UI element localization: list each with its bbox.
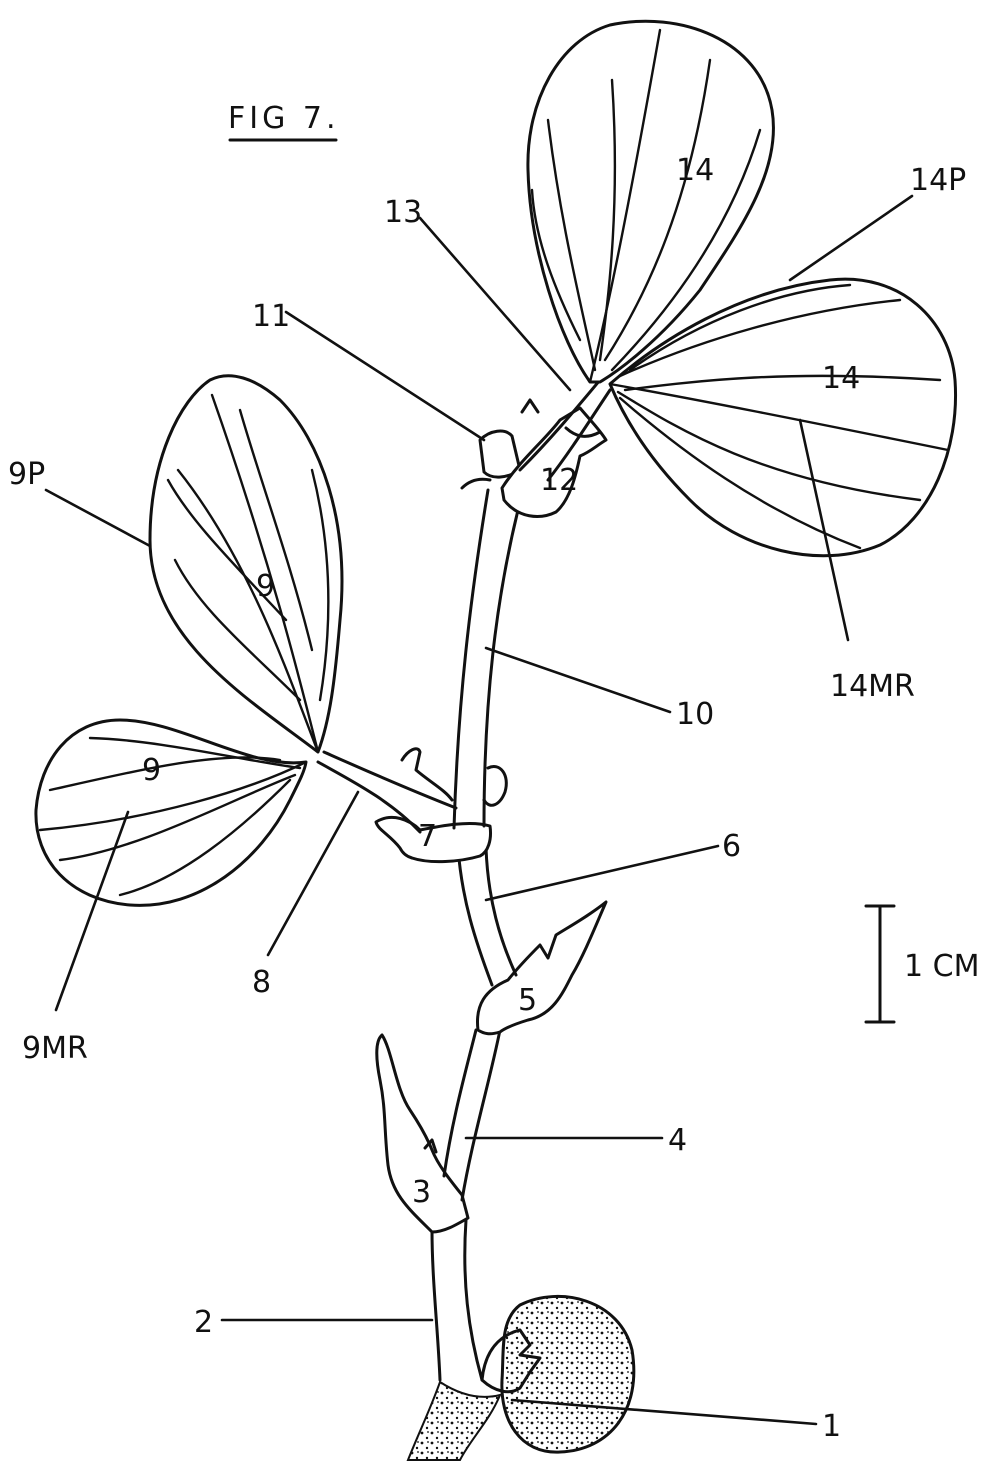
seed: [502, 1296, 634, 1452]
label-3: 3: [412, 1175, 431, 1210]
label-4: 4: [668, 1123, 687, 1158]
label-14-right: 14: [822, 361, 860, 396]
label-7: 7: [418, 819, 437, 854]
label-9-lower: 9: [142, 753, 161, 788]
label-1: 1: [822, 1409, 841, 1444]
stem-internode-10: [454, 490, 488, 828]
label-13: 13: [384, 195, 422, 230]
leader-6: [486, 846, 718, 900]
stem-lower: [432, 1230, 440, 1380]
leader-10: [486, 648, 670, 712]
scale-bar-label: 1 CM: [904, 949, 979, 984]
label-9-upper: 9: [256, 569, 275, 604]
figure-title: FIG 7.: [228, 101, 340, 136]
label-2: 2: [194, 1305, 213, 1340]
leader-9p: [46, 490, 150, 546]
label-8: 8: [252, 965, 271, 1000]
label-9mr: 9MR: [22, 1031, 88, 1066]
label-6: 6: [722, 829, 741, 864]
leaflet-9-lower: [36, 720, 306, 905]
label-5: 5: [518, 983, 537, 1018]
label-12: 12: [540, 463, 578, 498]
root-base: [408, 1382, 500, 1460]
label-14mr: 14MR: [830, 669, 915, 704]
scale-bar: [866, 906, 894, 1022]
label-9p: 9P: [8, 457, 45, 492]
label-10: 10: [676, 697, 714, 732]
label-11: 11: [252, 299, 290, 334]
leader-11: [286, 312, 484, 440]
label-14-upper: 14: [676, 153, 714, 188]
label-14p: 14P: [910, 163, 966, 198]
leader-14p: [790, 196, 912, 280]
